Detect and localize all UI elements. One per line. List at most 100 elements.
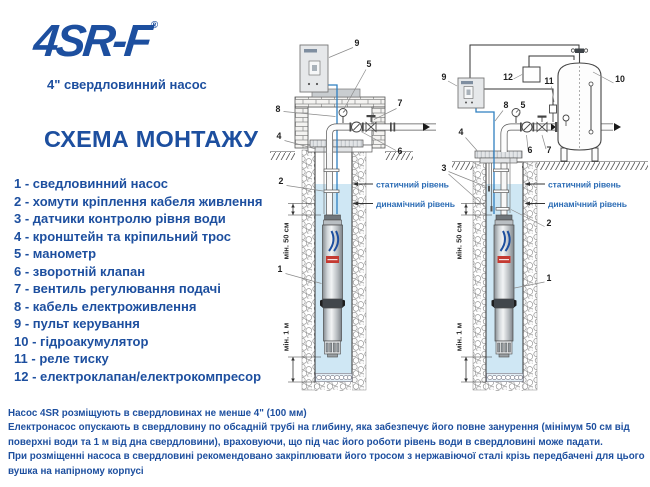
- cable-clamp: [493, 189, 509, 193]
- delivery-pipe: [500, 123, 621, 152]
- dim-min50-label: мін. 50 см: [282, 222, 291, 259]
- delivery-pipe: [326, 123, 436, 153]
- check-valve: [349, 121, 364, 133]
- callout-7: 7: [398, 98, 403, 108]
- legend-item-10: 10 - гідроакумулятор: [14, 333, 149, 349]
- legend-item-5: 5 - манометр: [14, 246, 97, 261]
- well-bottom-stones: [486, 382, 523, 391]
- note-paragraph-3: При розміщенні насоса в свердловині реко…: [8, 451, 645, 477]
- riser-pipe: [326, 151, 333, 216]
- well-wall-stones: [472, 161, 487, 391]
- wellhead-block: [479, 157, 518, 164]
- callout-10: 10: [615, 74, 625, 84]
- pit-top-row: [294, 96, 386, 108]
- pressure-gauge: [511, 108, 521, 123]
- flow-arrow: [614, 123, 621, 131]
- cable-clamp: [495, 207, 510, 211]
- legend-item-2: 2 - хомути кріплення кабеля живлення: [14, 193, 263, 209]
- dynamic-level-label: динамічний рівень: [548, 199, 627, 209]
- level-dynamic: динамічний рівень: [352, 199, 455, 209]
- wellhead-plate: [474, 150, 523, 159]
- callout-5: 5: [367, 59, 372, 69]
- level-sensors: [488, 163, 493, 212]
- diagram-left: статичний рівень динамічний рівень мін. …: [270, 38, 455, 391]
- legend-item-7: 7 - вентиль регулювання подачі: [14, 281, 221, 296]
- cable-clamp: [323, 168, 340, 172]
- callouts-left: 9 5 7 6 8 4 2 1: [276, 38, 403, 284]
- legend-item-12: 12 - електроклапан/електрокомпресор: [14, 368, 262, 384]
- wellhead-block: [314, 146, 353, 153]
- note-paragraph-1: Насос 4SR розміщують в свердловинах не м…: [8, 408, 307, 419]
- callout-8: 8: [504, 100, 509, 110]
- regulating-valve: [536, 115, 548, 133]
- callout-5: 5: [521, 100, 526, 110]
- pit-lid: [311, 88, 361, 98]
- wiring: [469, 44, 580, 105]
- pressure-switch: [549, 104, 557, 122]
- dim-min50-label: мін. 50 см: [455, 222, 464, 259]
- submersible-pump: [490, 214, 518, 358]
- pressure-tank: [557, 48, 602, 162]
- well-bottom-stones: [315, 382, 352, 391]
- legend-item-1: 1 - сведловинний насос: [14, 176, 168, 191]
- control-box: [457, 77, 485, 109]
- callout-4: 4: [277, 131, 282, 141]
- check-valve: [520, 121, 535, 133]
- well-wall-stones: [522, 161, 538, 391]
- flow-arrow: [423, 123, 430, 131]
- callout-1: 1: [547, 273, 552, 283]
- dim-min50: мін. 50 см: [282, 203, 321, 259]
- legend-item-11: 11 - реле тиску: [14, 351, 109, 366]
- registered-mark: ®: [150, 20, 159, 31]
- ground-hatch: [385, 152, 413, 160]
- level-static: статичний рівень: [524, 179, 621, 189]
- dynamic-level-label: динамічний рівень: [376, 199, 455, 209]
- pressure-gauge: [338, 108, 348, 123]
- tank-top-valve: [575, 48, 584, 53]
- ground-hatch: [270, 152, 295, 160]
- well-wall-stones: [301, 149, 316, 391]
- callout-8: 8: [276, 104, 281, 114]
- callout-9: 9: [442, 72, 447, 82]
- ground-hatch: [522, 162, 648, 170]
- ground-hatch: [452, 162, 475, 170]
- well-wall-stones: [351, 149, 367, 391]
- pipe-flange: [390, 122, 392, 132]
- dim-min50: мін. 50 см: [455, 203, 492, 259]
- electro-valve-box: [522, 66, 541, 83]
- callout-6: 6: [528, 145, 533, 155]
- legend-item-6: 6 - зворотній клапан: [14, 263, 146, 279]
- brand-subtitle: 4" свердловинний насос: [47, 77, 207, 92]
- callout-6: 6: [398, 146, 403, 156]
- legend-item-9: 9 - пульт керування: [14, 316, 140, 331]
- pipe-flange: [555, 122, 558, 132]
- diagram-right: статичний рівень динамічний рівень мін. …: [442, 44, 648, 391]
- well-floor: [315, 373, 353, 382]
- dim-min1m: мін. 1 м: [455, 322, 492, 383]
- callout-11: 11: [544, 76, 553, 86]
- legend-item-3: 3 - датчики контролю рівня води: [14, 211, 226, 226]
- static-level-label: статичний рівень: [548, 179, 621, 189]
- dim-min1m: мін. 1 м: [282, 322, 321, 383]
- well-floor: [486, 373, 524, 382]
- dim-min1m-label: мін. 1 м: [455, 322, 464, 351]
- dim-min1m-label: мін. 1 м: [282, 322, 291, 351]
- callout-2: 2: [279, 176, 284, 186]
- flow-arrow: [551, 123, 556, 131]
- legend-list: 1 - сведловинний насос 2 - хомути кріпле…: [14, 175, 263, 385]
- cable-clamp: [493, 168, 509, 172]
- regulating-valve: [365, 115, 377, 133]
- callout-9: 9: [355, 38, 360, 48]
- callout-12: 12: [503, 72, 513, 82]
- callout-4: 4: [459, 127, 464, 137]
- pit-wall-left: [294, 106, 309, 149]
- submersible-pump: [319, 214, 346, 358]
- legend-item-4: 4 - кронштейн та кріпильний трос: [14, 228, 232, 244]
- note-paragraph-2: Електронасос опускають в свердловину по …: [8, 422, 630, 448]
- brand-logo: 4SR-F®: [31, 15, 159, 67]
- pipe-flange: [393, 122, 396, 132]
- notes: Насос 4SR розміщують в свердловинах не м…: [8, 407, 650, 479]
- callout-3: 3: [442, 163, 447, 173]
- level-dynamic: динамічний рівень: [524, 199, 627, 209]
